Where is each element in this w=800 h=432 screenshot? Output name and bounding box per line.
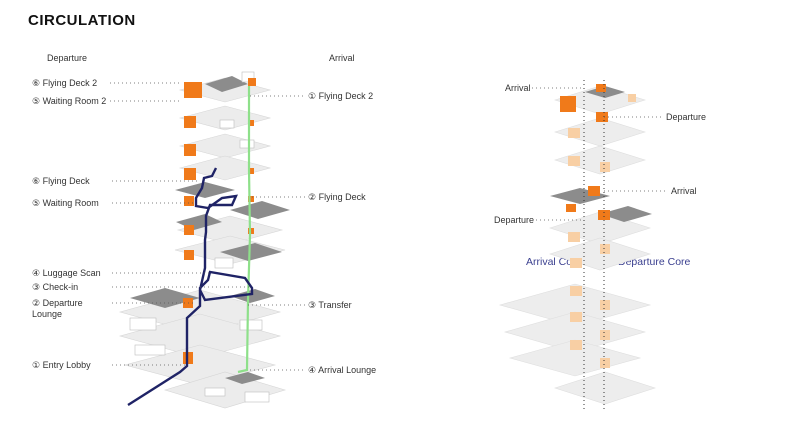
dep-label-check-in: ③ Check-in <box>32 282 79 292</box>
dep-label-waiting-room-2: ⑤ Waiting Room 2 <box>32 96 107 106</box>
dep-label-departure-lounge: ② Departure Lounge <box>32 298 83 319</box>
departure-core-label: Departure Core <box>618 256 691 268</box>
dep-label-entry-lobby: ① Entry Lobby <box>32 360 91 370</box>
dep-label-waiting-room: ⑤ Waiting Room <box>32 198 99 208</box>
arr-label-flying-deck-2: ① Flying Deck 2 <box>308 91 374 101</box>
core-label-departure-mid: Departure <box>494 215 535 225</box>
arr-label-flying-deck: ② Flying Deck <box>308 192 366 202</box>
arr-label-arrival-lounge: ④ Arrival Lounge <box>308 365 377 375</box>
light-orange-rooms <box>568 94 636 368</box>
core-label-departure-upper: Departure <box>666 112 707 122</box>
dep-label-flying-deck: ⑥ Flying Deck <box>32 176 90 186</box>
arrival-header: Arrival <box>329 53 355 63</box>
page-title: CIRCULATION <box>28 12 136 29</box>
core-label-arrival-top: Arrival <box>505 83 531 93</box>
departure-header: Departure <box>47 53 88 63</box>
arrival-path <box>237 86 252 374</box>
core-label-arrival-mid: Arrival <box>671 186 697 196</box>
gray-floor-plates <box>130 76 290 384</box>
dep-label-luggage-scan: ④ Luggage Scan <box>32 268 101 278</box>
right-tower <box>498 80 668 412</box>
arr-label-transfer: ③ Transfer <box>308 300 352 310</box>
dep-label-flying-deck-2: ⑥ Flying Deck 2 <box>32 78 98 88</box>
left-tower <box>110 71 305 409</box>
departure-path <box>127 167 254 407</box>
